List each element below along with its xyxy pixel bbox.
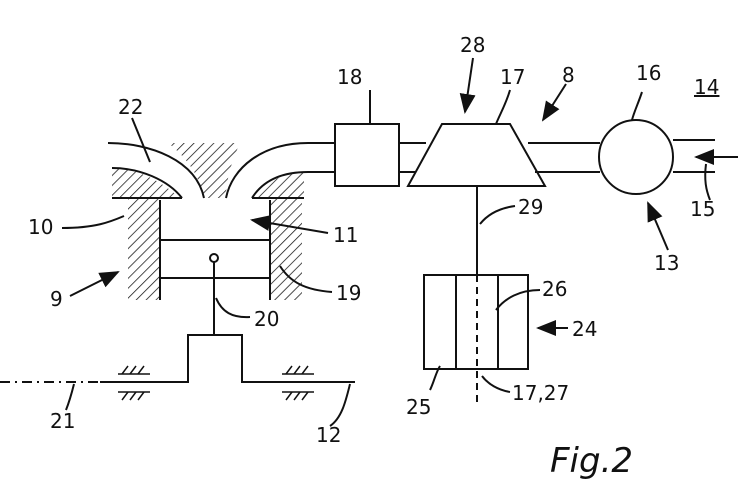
leader-17-27	[481, 375, 511, 393]
crankshaft	[100, 334, 355, 383]
leader-29	[479, 205, 516, 225]
leader-16	[631, 91, 643, 121]
label-20: 20	[254, 307, 279, 331]
label-29: 29	[518, 195, 543, 219]
leader-19	[279, 265, 333, 293]
label-26: 26	[542, 277, 567, 301]
label-19: 19	[336, 281, 361, 305]
exhaust-port-lower-wall	[251, 171, 335, 199]
arrow-28	[459, 57, 476, 114]
cylinder-head-hatch	[168, 143, 240, 198]
arrow-8	[541, 83, 567, 122]
figure-caption: Fig.2	[550, 441, 633, 481]
cylinder-head-hatch-right	[252, 172, 304, 198]
leader-17	[495, 89, 511, 125]
cylinder-head-hatch-left	[112, 168, 180, 198]
label-17-27: 17,27	[512, 381, 569, 405]
label-28: 28	[460, 33, 485, 57]
component-18-box	[334, 123, 400, 187]
label-24: 24	[572, 317, 597, 341]
leader-20	[215, 297, 251, 319]
inlet-port-lower-wall	[111, 167, 183, 199]
label-14: 14	[694, 75, 719, 99]
reference-labels: 22 10 9 11 19 20 21 12 18 28 17 8 16 14 …	[28, 33, 719, 481]
component-16-circle	[598, 119, 674, 195]
label-21: 21	[50, 409, 75, 433]
label-16: 16	[636, 61, 661, 85]
piston-pin	[209, 253, 219, 263]
bearing-marks	[118, 365, 314, 401]
label-12: 12	[316, 423, 341, 447]
leader-22	[131, 117, 151, 163]
cylinder-wall-left	[128, 198, 160, 300]
label-13: 13	[654, 251, 679, 275]
label-25: 25	[406, 395, 431, 419]
leader-12	[329, 383, 351, 427]
label-15: 15	[690, 197, 715, 221]
arrow-11	[250, 215, 329, 234]
label-10: 10	[28, 215, 53, 239]
label-8: 8	[562, 63, 575, 87]
label-22: 22	[118, 95, 143, 119]
inlet-port-upper-wall	[107, 142, 205, 199]
leader-10	[61, 215, 125, 229]
label-9: 9	[50, 287, 63, 311]
arrow-13	[647, 201, 669, 251]
label-11: 11	[333, 223, 358, 247]
leader-25	[429, 365, 441, 391]
arrow-9	[69, 271, 120, 297]
label-18: 18	[337, 65, 362, 89]
leader-lines	[61, 57, 711, 427]
leader-21	[65, 383, 75, 411]
leader-15	[704, 163, 711, 201]
exhaust-port-upper-wall	[225, 142, 335, 199]
turbine-17	[406, 123, 547, 187]
cylinder-wall-right	[270, 198, 302, 300]
label-17: 17	[500, 65, 525, 89]
leader-26	[495, 289, 541, 311]
